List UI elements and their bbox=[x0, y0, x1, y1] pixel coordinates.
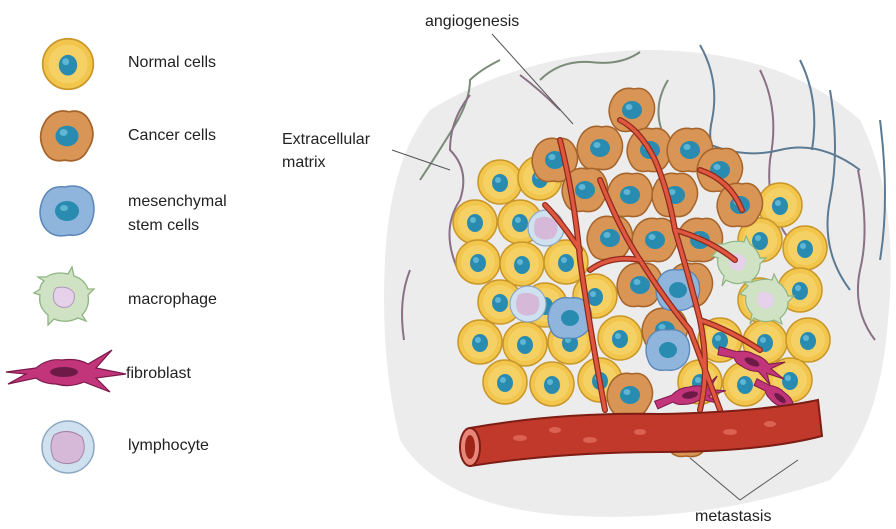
legend-label-fibroblast: fibroblast bbox=[126, 364, 191, 384]
annotation-ecm-line2: matrix bbox=[282, 153, 326, 173]
legend-label-normal-cells: Normal cells bbox=[128, 53, 216, 73]
macrophage-icon bbox=[34, 267, 94, 325]
normal-cell-icon bbox=[43, 39, 94, 90]
cancer-cell-icon bbox=[41, 111, 93, 161]
legend-label-lymphocyte: lymphocyte bbox=[128, 436, 209, 456]
legend-label-cancer-cells: Cancer cells bbox=[128, 126, 216, 146]
lymphocyte-icon bbox=[42, 421, 94, 473]
tumor-illustration bbox=[384, 34, 891, 517]
mesenchymal-stem-cell-icon bbox=[40, 186, 94, 236]
fibroblast-icon bbox=[6, 350, 126, 392]
legend-label-msc-line2: stem cells bbox=[128, 216, 199, 236]
annotation-metastasis: metastasis bbox=[695, 507, 771, 527]
annotation-ecm-line1: Extracellular bbox=[282, 130, 370, 150]
legend-label-macrophage: macrophage bbox=[128, 290, 217, 310]
annotation-angiogenesis: angiogenesis bbox=[425, 12, 519, 32]
legend bbox=[6, 39, 126, 473]
legend-label-msc-line1: mesenchymal bbox=[128, 192, 227, 212]
